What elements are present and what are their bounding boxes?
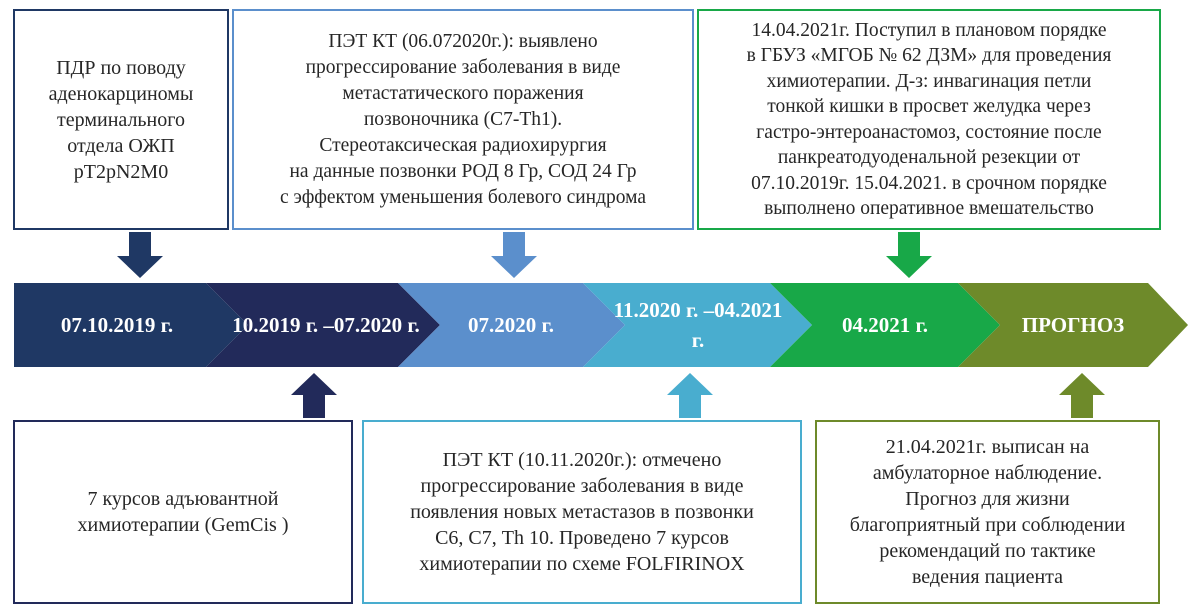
- arrow-up-icon: [667, 373, 713, 418]
- text-line: 07.2020 г.: [333, 313, 420, 337]
- arrow-up-icon: [1059, 373, 1105, 418]
- chevron-stage-2: [206, 283, 440, 367]
- text-block: ПЭТ КТ (06.072020г.): выявлено прогрессир…: [280, 29, 646, 211]
- text-line: 07.10.2019 г.: [60, 313, 174, 337]
- text-line: амбулаторное наблюдение.: [872, 462, 1103, 484]
- text-line: тонкой кишки в просвет желудка через: [767, 96, 1091, 117]
- text-line: выполнено оперативное вмешательство: [764, 198, 1094, 219]
- bottom-box-adjuvant-chemo: 7 курсов адъювантной химиотерапии (GemCis…: [13, 420, 353, 604]
- text-line: метастатического поражения: [342, 82, 584, 104]
- text-line: 21.04.2021г. выписан на: [885, 436, 1090, 458]
- stage-2-label: 10.2019 г. –07.2020 г.: [232, 283, 420, 367]
- text-line: на данные позвонки РОД 8 Гр, СОД 24 Гр: [289, 160, 637, 182]
- text-line: аденокарциномы: [48, 82, 194, 105]
- arrow-down-icon: [886, 232, 932, 278]
- text-block: ПРОГНОЗ: [1022, 310, 1125, 340]
- arrow-up-icon: [291, 373, 337, 418]
- top-box-pet-ct-2020-07: ПЭТ КТ (06.072020г.): выявлено прогрессир…: [232, 9, 694, 230]
- text-line: ПЭТ КТ (06.072020г.): выявлено: [328, 30, 598, 52]
- text-block: 04.2021 г.: [842, 310, 928, 340]
- arrow-down-icon: [491, 232, 537, 278]
- text-line: благоприятный при соблюдении: [849, 514, 1126, 536]
- text-block: 07.10.2019 г.: [61, 310, 173, 340]
- text-line: Стереотаксическая радиохирургия: [319, 134, 607, 156]
- text-line: появления новых метастазов в позвонки: [410, 501, 754, 523]
- chevron-stage-4: [583, 283, 812, 367]
- text-block: 21.04.2021г. выписан на амбулаторное набл…: [850, 434, 1125, 590]
- text-line: 14.04.2021г. Поступил в плановом порядке: [751, 19, 1107, 41]
- top-box-admission-2021-04: 14.04.2021г. Поступил в плановом порядке…: [697, 9, 1161, 230]
- stage-4-label: 11.2020 г. –04.2021 г.: [605, 283, 791, 367]
- text-line: ведения пациента: [911, 566, 1064, 588]
- text-line: рекомендаций по тактике: [879, 540, 1096, 562]
- text-line: ПДР по поводу: [56, 56, 186, 79]
- chevron-stage-6: [958, 283, 1188, 367]
- text-line: Прогноз для жизни: [905, 488, 1070, 510]
- stage-3-label: 07.2020 г.: [420, 283, 602, 367]
- text-line: химиотерапии (GemCis ): [77, 514, 289, 536]
- text-block: 10.2019 г. –07.2020 г.: [232, 310, 420, 340]
- text-line: 04.2021 г.: [842, 313, 928, 337]
- text-line: 07.2020 г.: [468, 313, 554, 337]
- bottom-box-pet-ct-2020-11: ПЭТ КТ (10.11.2020г.): отмечено прогресси…: [362, 420, 802, 604]
- text-line: 10.2019 г. –: [232, 313, 334, 337]
- text-line: ПРОГНОЗ: [1021, 313, 1125, 337]
- arrow-down-icon: [117, 232, 163, 278]
- chevron-stage-1: [14, 283, 248, 367]
- text-line: 7 курсов адъювантной: [87, 488, 279, 510]
- text-line: 11.2020 г. –: [613, 298, 715, 322]
- text-block: ПДР по поводу аденокарциномы терминального…: [49, 55, 194, 185]
- text-line: 07.10.2019г. 15.04.2021. в срочном поряд…: [751, 172, 1107, 194]
- text-block: 7 курсов адъювантной химиотерапии (GemCis…: [77, 486, 288, 538]
- text-block: 11.2020 г. –04.2021 г.: [605, 295, 791, 355]
- chevron-stage-5: [770, 283, 1000, 367]
- text-line: прогрессирование заболевания в виде: [420, 475, 744, 497]
- top-box-surgery: ПДР по поводу аденокарциномы терминального…: [13, 9, 229, 230]
- text-block: 14.04.2021г. Поступил в плановом порядке…: [747, 18, 1112, 222]
- bottom-box-prognosis: 21.04.2021г. выписан на амбулаторное набл…: [815, 420, 1160, 604]
- text-line: 04.2021 г.: [691, 298, 783, 352]
- text-line: панкреатодуоденальной резекции от: [777, 147, 1081, 168]
- text-block: ПЭТ КТ (10.11.2020г.): отмечено прогресси…: [410, 447, 754, 577]
- text-line: в ГБУЗ «МГОБ № 62 ДЗМ» для проведения: [746, 45, 1112, 66]
- text-line: pT2pN2M0: [73, 160, 169, 183]
- stage-6-label: ПРОГНОЗ: [980, 283, 1166, 367]
- text-line: гастро-энтероанастомоз, состояние после: [756, 121, 1102, 143]
- chevron-stage-3: [398, 283, 625, 367]
- text-line: прогрессирование заболевания в виде: [305, 56, 621, 78]
- text-line: отдела ОЖП: [67, 134, 175, 157]
- stage-5-label: 04.2021 г.: [792, 283, 978, 367]
- text-line: терминального: [57, 108, 185, 131]
- text-line: ПЭТ КТ (10.11.2020г.): отмечено: [442, 449, 722, 471]
- text-line: С6, С7, Th 10. Проведено 7 курсов: [435, 527, 729, 549]
- text-block: 07.2020 г.: [468, 310, 554, 340]
- text-line: с эффектом уменьшения болевого синдрома: [279, 186, 647, 208]
- text-line: позвоночника (С7-Th1).: [363, 108, 563, 130]
- text-line: химиотерапии по схеме FOLFIRINOX: [419, 553, 745, 575]
- stage-1-label: 07.10.2019 г.: [14, 283, 220, 367]
- text-line: химиотерапии. Д-з: инвагинация петли: [766, 70, 1092, 92]
